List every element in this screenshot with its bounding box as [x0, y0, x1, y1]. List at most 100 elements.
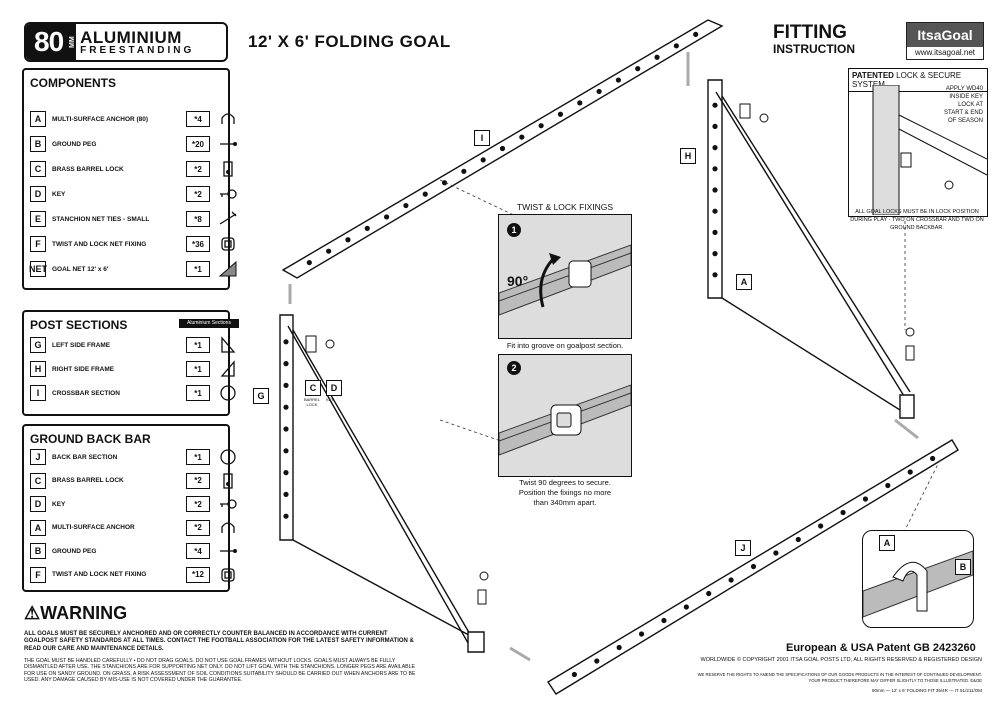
- net-fixing-dot: [818, 523, 824, 529]
- net-fixing-dot: [795, 536, 801, 543]
- ground-back-bar-title: GROUND BACK BAR: [30, 432, 151, 446]
- component-qty: *2: [186, 496, 210, 512]
- caption2-line2: Position the fixings no more: [518, 488, 612, 497]
- key-icon: [218, 495, 238, 513]
- page-title: 12' X 6' FOLDING GOAL: [248, 32, 451, 51]
- net-fixing-dot: [283, 404, 289, 410]
- step2-number: 2: [507, 361, 521, 375]
- net-fixing-dot: [499, 145, 506, 152]
- apply-line: START & END: [943, 110, 983, 116]
- component-qty: *20: [186, 136, 210, 152]
- net-fixing-dot: [712, 208, 718, 214]
- lock-secure-title: LOCK & SECURE SYSTEM: [852, 71, 962, 89]
- net-fixing-dot: [712, 166, 718, 172]
- net-fixing-dot: [571, 671, 577, 678]
- key-icon: [218, 185, 238, 203]
- component-letter: B: [30, 136, 46, 152]
- component-label: MULTI-SURFACE ANCHOR (80): [52, 115, 149, 123]
- net-fixing-dot: [557, 111, 564, 117]
- net-fixing-dot: [615, 77, 622, 83]
- component-letter: A: [30, 111, 46, 127]
- net-fixing-dot: [616, 644, 622, 651]
- component-label: STANCHION NET TIES - SMALL: [52, 215, 150, 223]
- badge-line2: FREESTANDING: [80, 44, 195, 56]
- badge-line1: ALUMINIUM: [80, 27, 182, 47]
- component-qty: *8: [186, 211, 210, 227]
- component-label: KEY: [52, 500, 66, 508]
- component-letter: C: [30, 161, 46, 177]
- component-qty: *1: [186, 385, 210, 401]
- lock-secure-header: PATENTED LOCK & SECURE SYSTEM: [849, 69, 987, 92]
- net-fixing-dot: [885, 482, 891, 489]
- net-fixing-dot: [403, 202, 409, 209]
- copyright-text: WORLDWIDE © COPYRIGHT 2001 ITSA GOAL POS…: [700, 657, 982, 663]
- component-label: GROUND PEG: [52, 140, 97, 148]
- net-fixing-dot: [283, 426, 289, 432]
- reserve-text: WE RESERVE THE RIGHTS TO AMEND THE SPECI…: [697, 672, 982, 683]
- net-fixing-dot: [441, 180, 448, 186]
- warning-small-text: THE GOAL MUST BE HANDLED CAREFULLY • DO …: [24, 658, 416, 683]
- lock-note: ALL GOAL LOCKS MUST BE IN LOCK POSITION …: [850, 209, 984, 231]
- net-fixing-dot: [283, 361, 289, 367]
- component-qty: *4: [186, 111, 210, 127]
- post-sections-title: POST SECTIONS: [30, 318, 128, 332]
- component-letter: J: [30, 449, 46, 465]
- twist-lock-title: TWIST & LOCK FIXINGS: [516, 202, 614, 212]
- lock-icon: [218, 160, 238, 178]
- net-fixing-dot: [712, 102, 718, 108]
- component-qty: *2: [186, 472, 210, 489]
- component-letter: C: [30, 472, 46, 489]
- right-frame-icon: [218, 360, 238, 378]
- net-fixing-dot: [283, 513, 289, 519]
- net-fixing-dot: [480, 157, 486, 163]
- fixing-icon: [218, 566, 238, 584]
- component-label: KEY: [52, 190, 66, 198]
- logo-text: ItsaGoal: [907, 23, 983, 47]
- twist-step2-caption: Twist 90 degrees to secure. Position the…: [498, 478, 632, 508]
- warning-icon: ⚠: [24, 603, 41, 623]
- anchor-icon: [218, 519, 238, 537]
- component-label: TWIST AND LOCK NET FIXING: [52, 571, 147, 578]
- net-fixing-dot: [840, 509, 846, 516]
- net-fixing-dot: [661, 617, 667, 624]
- label-crossbar: I: [474, 130, 490, 146]
- warning-title: WARNING: [40, 603, 128, 623]
- net-fixing-dot: [519, 134, 525, 140]
- net-fixing-dot: [283, 339, 289, 345]
- brand-logo: ItsaGoal www.itsagoal.net: [906, 22, 984, 60]
- tie-icon: [218, 210, 238, 228]
- net-fixing-dot: [773, 550, 779, 556]
- component-letter: G: [30, 337, 46, 353]
- component-qty: *4: [186, 543, 210, 559]
- component-letter: A: [30, 519, 46, 536]
- label-left-frame: G: [253, 388, 269, 404]
- net-fixing-dot: [907, 469, 913, 475]
- net-fixing-dot: [712, 272, 718, 278]
- fitting-title: FITTING: [773, 22, 847, 43]
- component-qty: *2: [186, 161, 210, 177]
- components-title: COMPONENTS: [30, 76, 117, 90]
- component-label: BACK BAR SECTION: [52, 453, 118, 461]
- net-fixing-dot: [538, 123, 544, 129]
- label-anchor-right: A: [736, 274, 752, 290]
- component-label: MULTI-SURFACE ANCHOR: [52, 524, 135, 531]
- label-lock-c: C: [305, 380, 321, 396]
- patented-label: PATENTED: [852, 71, 894, 80]
- net-fixing-dot: [712, 145, 718, 151]
- apply-line: APPLY WD40: [945, 86, 983, 92]
- sections-tag: Aluminium Sections: [179, 319, 239, 328]
- component-label: GOAL NET 12' x 6': [52, 265, 109, 273]
- detail-label-a: A: [879, 535, 895, 551]
- net-fixing-dot: [577, 100, 583, 106]
- twist-step1-caption: Fit into groove on goalpost section.: [506, 341, 624, 350]
- net-fixing-dot: [326, 248, 332, 254]
